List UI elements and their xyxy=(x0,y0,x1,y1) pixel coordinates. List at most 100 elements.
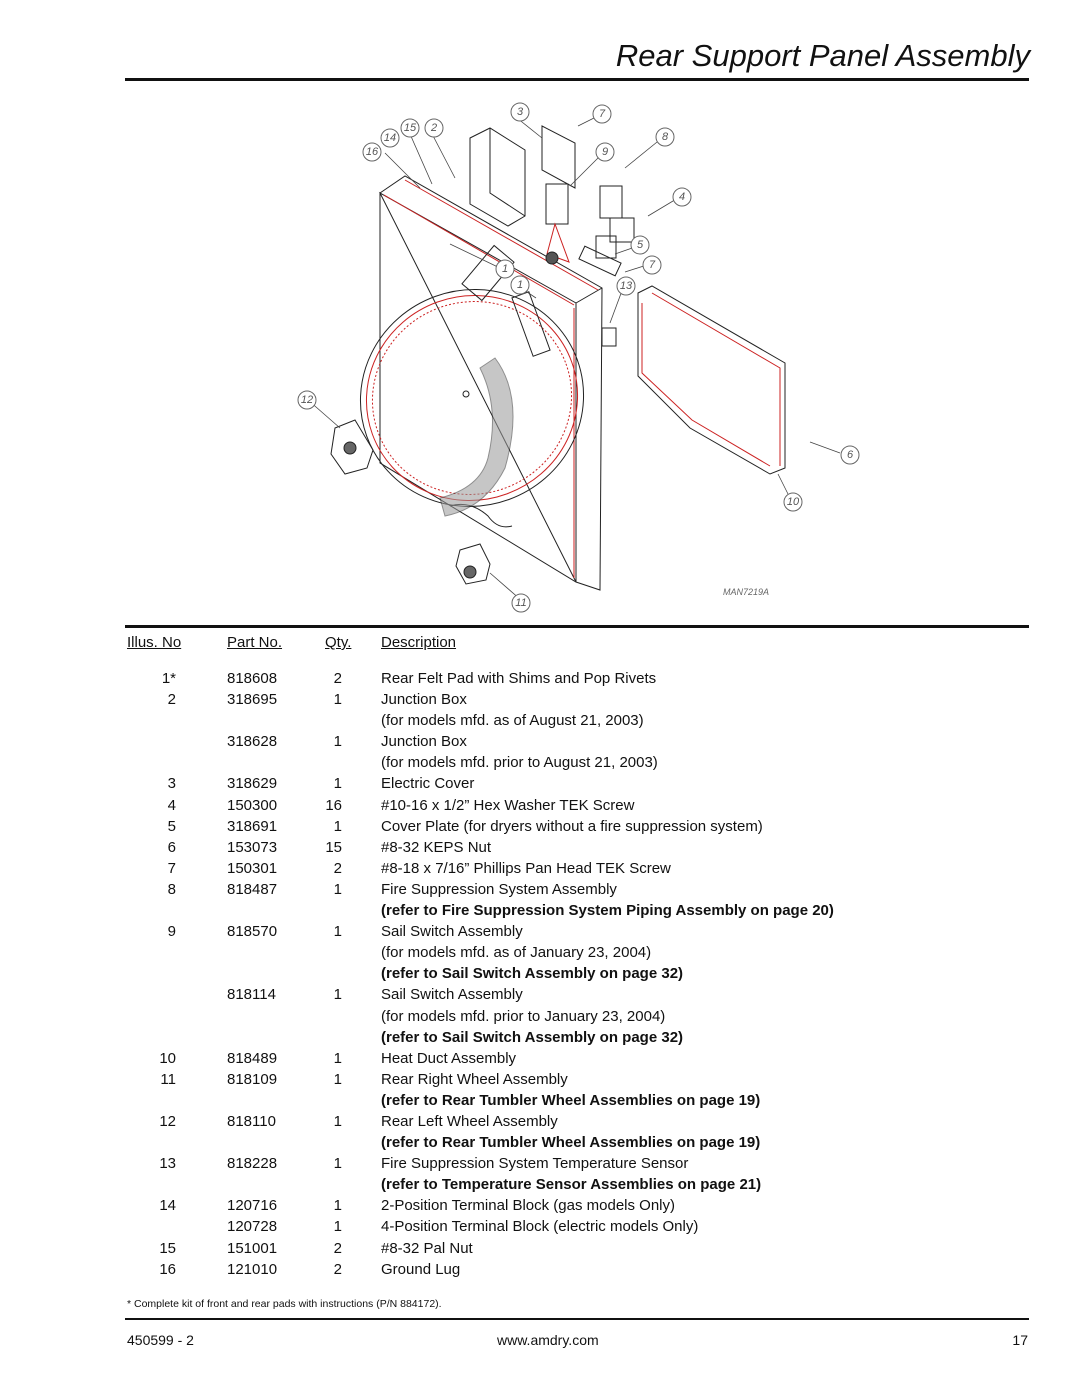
svg-text:13: 13 xyxy=(620,280,633,292)
qty-cell: 1 xyxy=(333,733,342,751)
description-cell: (refer to Sail Switch Assembly on page 3… xyxy=(381,1028,684,1046)
callout-1a: 1 xyxy=(495,259,515,279)
illus-no-cell: 6 xyxy=(167,838,176,856)
table-row: (refer to Rear Tumbler Wheel Assemblies … xyxy=(0,1132,1080,1153)
part-no-cell: 818109 xyxy=(227,1070,278,1088)
qty-cell: 2 xyxy=(333,1260,342,1278)
diagram-svg: 3 7 15 2 14 16 8 9 4 5 7 1 1 13 12 6 10 … xyxy=(297,102,860,613)
table-row: (for models mfd. prior to January 23, 20… xyxy=(0,1006,1080,1027)
header-illus: Illus. No xyxy=(127,634,182,651)
illus-no-cell: 14 xyxy=(159,1197,176,1215)
table-row: (refer to Sail Switch Assembly on page 3… xyxy=(0,963,1080,984)
description-cell: (for models mfd. as of January 23, 2004) xyxy=(381,944,652,962)
svg-text:7: 7 xyxy=(599,108,606,120)
description-cell: (for models mfd. prior to August 21, 200… xyxy=(381,754,658,772)
part-no-cell: 150301 xyxy=(227,859,278,877)
part-no-cell: 818114 xyxy=(227,986,276,1004)
qty-cell: 15 xyxy=(325,838,342,856)
callout-12: 12 xyxy=(297,390,317,410)
description-cell: 4-Position Terminal Block (electric mode… xyxy=(381,1218,699,1236)
table-row: (refer to Rear Tumbler Wheel Assemblies … xyxy=(0,1090,1080,1111)
svg-text:1: 1 xyxy=(502,263,508,275)
qty-cell: 1 xyxy=(333,1049,342,1067)
qty-cell: 1 xyxy=(333,880,342,898)
table-row: (for models mfd. as of August 21, 2003) xyxy=(0,710,1080,731)
illus-no-cell: 15 xyxy=(159,1239,176,1257)
callout-7b: 7 xyxy=(642,255,662,275)
callout-16: 16 xyxy=(362,142,382,162)
description-cell: Rear Left Wheel Assembly xyxy=(381,1112,558,1130)
description-cell: (refer to Fire Suppression System Piping… xyxy=(381,902,834,920)
description-cell: #10-16 x 1/2” Hex Washer TEK Screw xyxy=(381,796,635,814)
qty-cell: 1 xyxy=(333,1218,342,1236)
website-link[interactable]: www.amdry.com xyxy=(497,1332,599,1348)
description-cell: Ground Lug xyxy=(381,1260,461,1278)
footer-rule xyxy=(125,1318,1029,1320)
description-cell: Junction Box xyxy=(381,733,467,751)
svg-text:12: 12 xyxy=(301,394,313,406)
table-rule xyxy=(125,625,1029,628)
description-cell: (for models mfd. as of August 21, 2003) xyxy=(381,712,644,730)
description-cell: (refer to Sail Switch Assembly on page 3… xyxy=(381,965,684,983)
rear-panel xyxy=(378,175,603,591)
table-row: (refer to Sail Switch Assembly on page 3… xyxy=(0,1027,1080,1048)
illus-no-cell: 7 xyxy=(167,859,176,877)
description-cell: Electric Cover xyxy=(381,775,475,793)
illus-no-cell: 10 xyxy=(159,1049,176,1067)
header-part: Part No. xyxy=(227,634,283,651)
illus-no-cell: 9 xyxy=(167,923,176,941)
qty-cell: 1 xyxy=(333,1197,342,1215)
part-no-cell: 150300 xyxy=(227,796,278,814)
part-no-cell: 120728 xyxy=(227,1218,278,1236)
header-qty: Qty. xyxy=(325,634,352,651)
illus-no-cell: 11 xyxy=(160,1070,176,1088)
svg-text:9: 9 xyxy=(602,146,608,158)
svg-text:5: 5 xyxy=(637,239,644,251)
description-cell: Heat Duct Assembly xyxy=(381,1049,517,1067)
description-cell: Rear Right Wheel Assembly xyxy=(381,1070,568,1088)
svg-text:16: 16 xyxy=(366,146,379,158)
svg-text:3: 3 xyxy=(517,106,524,118)
part-no-cell: 121010 xyxy=(227,1260,278,1278)
fire-suppression-assembly xyxy=(461,183,635,357)
part-no-cell: 818489 xyxy=(227,1049,278,1067)
footnote: * Complete kit of front and rear pads wi… xyxy=(127,1298,442,1310)
description-cell: #8-32 Pal Nut xyxy=(381,1239,473,1257)
svg-text:4: 4 xyxy=(679,191,685,203)
table-row: (refer to Fire Suppression System Piping… xyxy=(0,900,1080,921)
qty-cell: 1 xyxy=(333,986,342,1004)
parts-table-header: Illus. No Part No. Qty. Description xyxy=(0,634,1080,654)
svg-text:1: 1 xyxy=(517,279,523,291)
table-row: 120728 1 4-Position Terminal Block (electr… xyxy=(0,1216,1080,1237)
svg-text:2: 2 xyxy=(430,122,437,134)
description-cell: Junction Box xyxy=(381,691,467,709)
description-cell: (for models mfd. prior to January 23, 20… xyxy=(381,1007,666,1025)
qty-cell: 1 xyxy=(333,775,342,793)
part-no-cell: 151001 xyxy=(227,1239,278,1257)
illus-no-cell: 1* xyxy=(161,670,176,687)
part-no-cell: 818570 xyxy=(227,923,278,941)
callout-14: 14 xyxy=(380,128,400,148)
exploded-diagram: 3 7 15 2 14 16 8 9 4 5 7 1 1 13 12 6 10 … xyxy=(280,98,880,618)
callout-11: 11 xyxy=(511,593,531,613)
callout-9: 9 xyxy=(595,142,615,162)
illus-no-cell: 2 xyxy=(167,691,176,709)
qty-cell: 1 xyxy=(333,1155,342,1173)
description-cell: #8-32 KEPS Nut xyxy=(381,838,492,856)
page-title: Rear Support Panel Assembly xyxy=(615,38,1030,73)
illus-no-cell: 13 xyxy=(159,1155,176,1173)
svg-text:8: 8 xyxy=(662,131,669,143)
description-cell: Sail Switch Assembly xyxy=(381,986,523,1004)
description-cell: (refer to Rear Tumbler Wheel Assemblies … xyxy=(381,1091,761,1109)
header-desc: Description xyxy=(381,634,457,651)
description-cell: 2-Position Terminal Block (gas models On… xyxy=(381,1197,676,1215)
